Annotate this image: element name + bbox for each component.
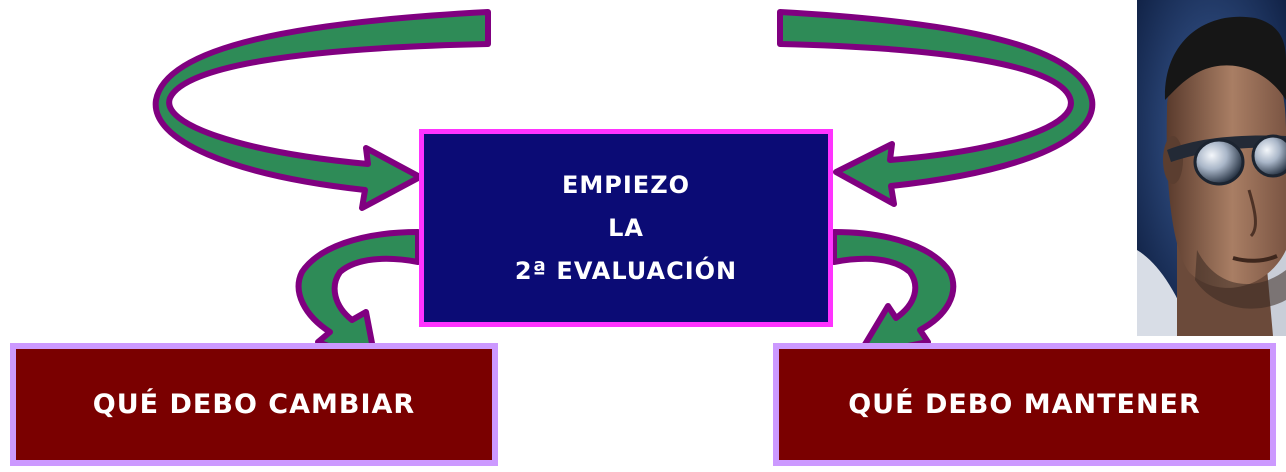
- center-box: EMPIEZO LA 2ª EVALUACIÓN: [419, 129, 833, 327]
- change-label: QUÉ DEBO CAMBIAR: [92, 389, 416, 420]
- top-left-curved-arrow: [152, 9, 491, 211]
- change-box: QUÉ DEBO CAMBIAR: [10, 343, 498, 466]
- top-right-curved-arrow: [777, 9, 1096, 207]
- keep-box: QUÉ DEBO MANTENER: [773, 343, 1276, 466]
- center-line-2: LA: [608, 214, 644, 242]
- keep-label: QUÉ DEBO MANTENER: [848, 389, 1201, 420]
- center-line-3: 2ª EVALUACIÓN: [514, 257, 738, 285]
- photo-illustration: [1137, 0, 1286, 336]
- bottom-right-curved-arrow: [831, 229, 957, 359]
- center-line-1: EMPIEZO: [562, 171, 690, 199]
- man-with-sunglasses-photo: [1137, 0, 1286, 336]
- bottom-left-curved-arrow: [295, 229, 421, 367]
